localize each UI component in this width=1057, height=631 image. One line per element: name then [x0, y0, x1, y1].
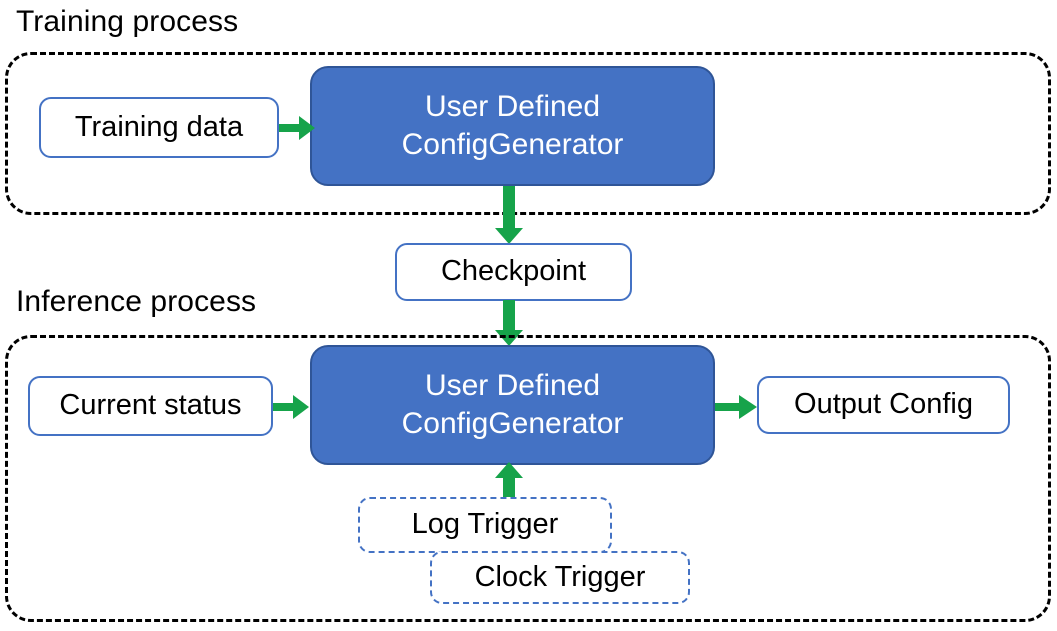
output-config-node[interactable]: Output Config [757, 376, 1010, 434]
log-trigger-node[interactable]: Log Trigger [358, 497, 612, 553]
clock-trigger-node[interactable]: Clock Trigger [430, 551, 690, 604]
checkpoint-node[interactable]: Checkpoint [395, 243, 632, 301]
arrow-generator-to-checkpoint [495, 186, 529, 246]
training-process-label: Training process [16, 5, 239, 38]
training-process-container [5, 52, 1051, 215]
arrow-training-data-to-generator [279, 112, 317, 144]
arrow-trigger-to-generator [495, 462, 529, 504]
inference-config-generator-line1: User Defined [424, 368, 601, 402]
arrow-current-status-to-generator [273, 391, 313, 423]
inference-config-generator-node[interactable]: User Defined ConfigGenerator [310, 345, 715, 465]
inference-process-container [5, 335, 1051, 622]
training-config-generator-line1: User Defined [424, 89, 601, 123]
current-status-node[interactable]: Current status [28, 376, 273, 436]
inference-process-label: Inference process [16, 285, 257, 318]
training-data-node[interactable]: Training data [39, 97, 279, 158]
training-config-generator-node[interactable]: User Defined ConfigGenerator [310, 66, 715, 186]
training-config-generator-line2: ConfigGenerator [401, 128, 624, 161]
inference-config-generator-line2: ConfigGenerator [401, 407, 624, 440]
arrow-generator-to-output-config [715, 391, 759, 423]
arrow-checkpoint-to-inference-generator [495, 300, 529, 348]
